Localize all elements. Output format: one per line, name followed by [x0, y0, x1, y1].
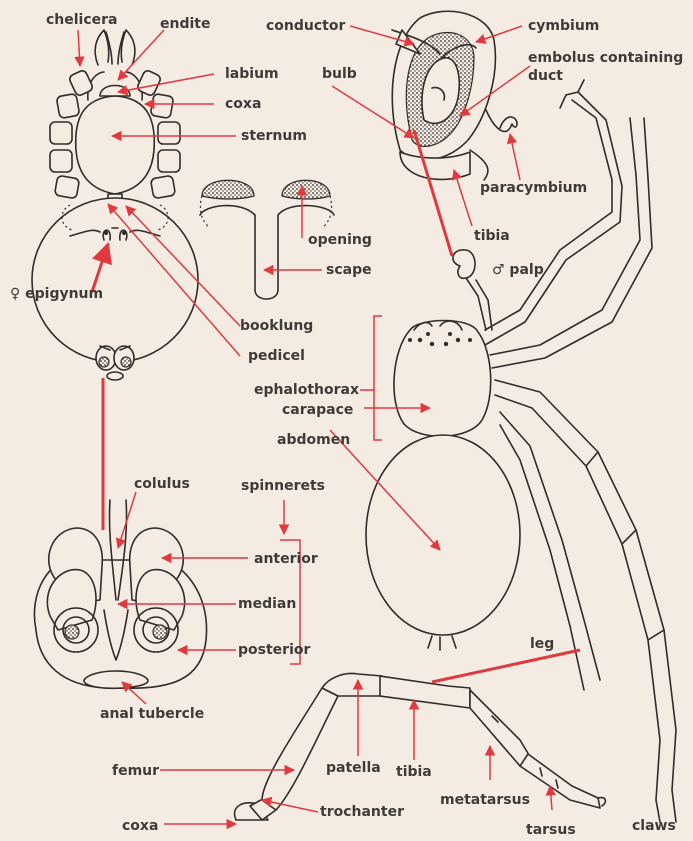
label-metatarsus: metatarsus	[440, 792, 530, 808]
spinnerets-detail	[34, 500, 206, 688]
label-coxa-leg: coxa	[122, 818, 158, 834]
label-trochanter: trochanter	[320, 804, 404, 820]
chelicerae-drawing	[95, 30, 135, 65]
label-cephalothorax: ephalothorax	[254, 382, 359, 398]
label-tibia-leg: tibia	[396, 764, 432, 780]
label-opening: opening	[308, 232, 372, 248]
label-spinnerets: spinnerets	[241, 478, 325, 494]
label-labium: labium	[225, 66, 279, 82]
label-sternum: sternum	[241, 128, 307, 144]
label-abdomen: abdomen	[277, 432, 350, 448]
label-femur: femur	[112, 763, 159, 779]
label-carapace: carapace	[282, 402, 353, 418]
label-tibia-palp: tibia	[474, 228, 510, 244]
leg-detail	[235, 674, 606, 820]
label-leg: leg	[530, 636, 554, 652]
label-conductor: conductor	[266, 18, 345, 34]
label-tarsus: tarsus	[526, 822, 576, 838]
label-epigynum: ♀ epigynum	[10, 286, 103, 302]
label-anal-tubercle: anal tubercle	[100, 706, 204, 722]
label-endite: endite	[160, 16, 210, 32]
label-embolus-1: embolus containing	[528, 50, 683, 66]
label-median: median	[238, 596, 296, 612]
ventral-spinnerets-drawing	[96, 346, 134, 380]
label-claws: claws	[632, 818, 676, 834]
label-anterior: anterior	[254, 551, 318, 567]
label-paracymbium: paracymbium	[480, 180, 587, 196]
label-pedicel: pedicel	[248, 348, 305, 364]
dorsal-abdomen-drawing	[366, 435, 520, 635]
label-cymbium: cymbium	[528, 18, 599, 34]
carapace-drawing	[394, 321, 491, 437]
label-coxa-top: coxa	[225, 96, 261, 112]
label-posterior: posterior	[238, 642, 310, 658]
label-patella: patella	[326, 760, 381, 776]
ventral-view	[32, 30, 198, 380]
label-booklung: booklung	[240, 318, 313, 334]
palp-detail	[392, 11, 517, 180]
sternum-drawing	[76, 96, 155, 194]
label-colulus: colulus	[134, 476, 190, 492]
label-palp: ♂ palp	[492, 262, 544, 278]
label-scape: scape	[326, 262, 372, 278]
label-chelicera: chelicera	[46, 12, 118, 28]
label-embolus-2: duct	[528, 68, 563, 84]
label-bulb: bulb	[322, 66, 357, 82]
